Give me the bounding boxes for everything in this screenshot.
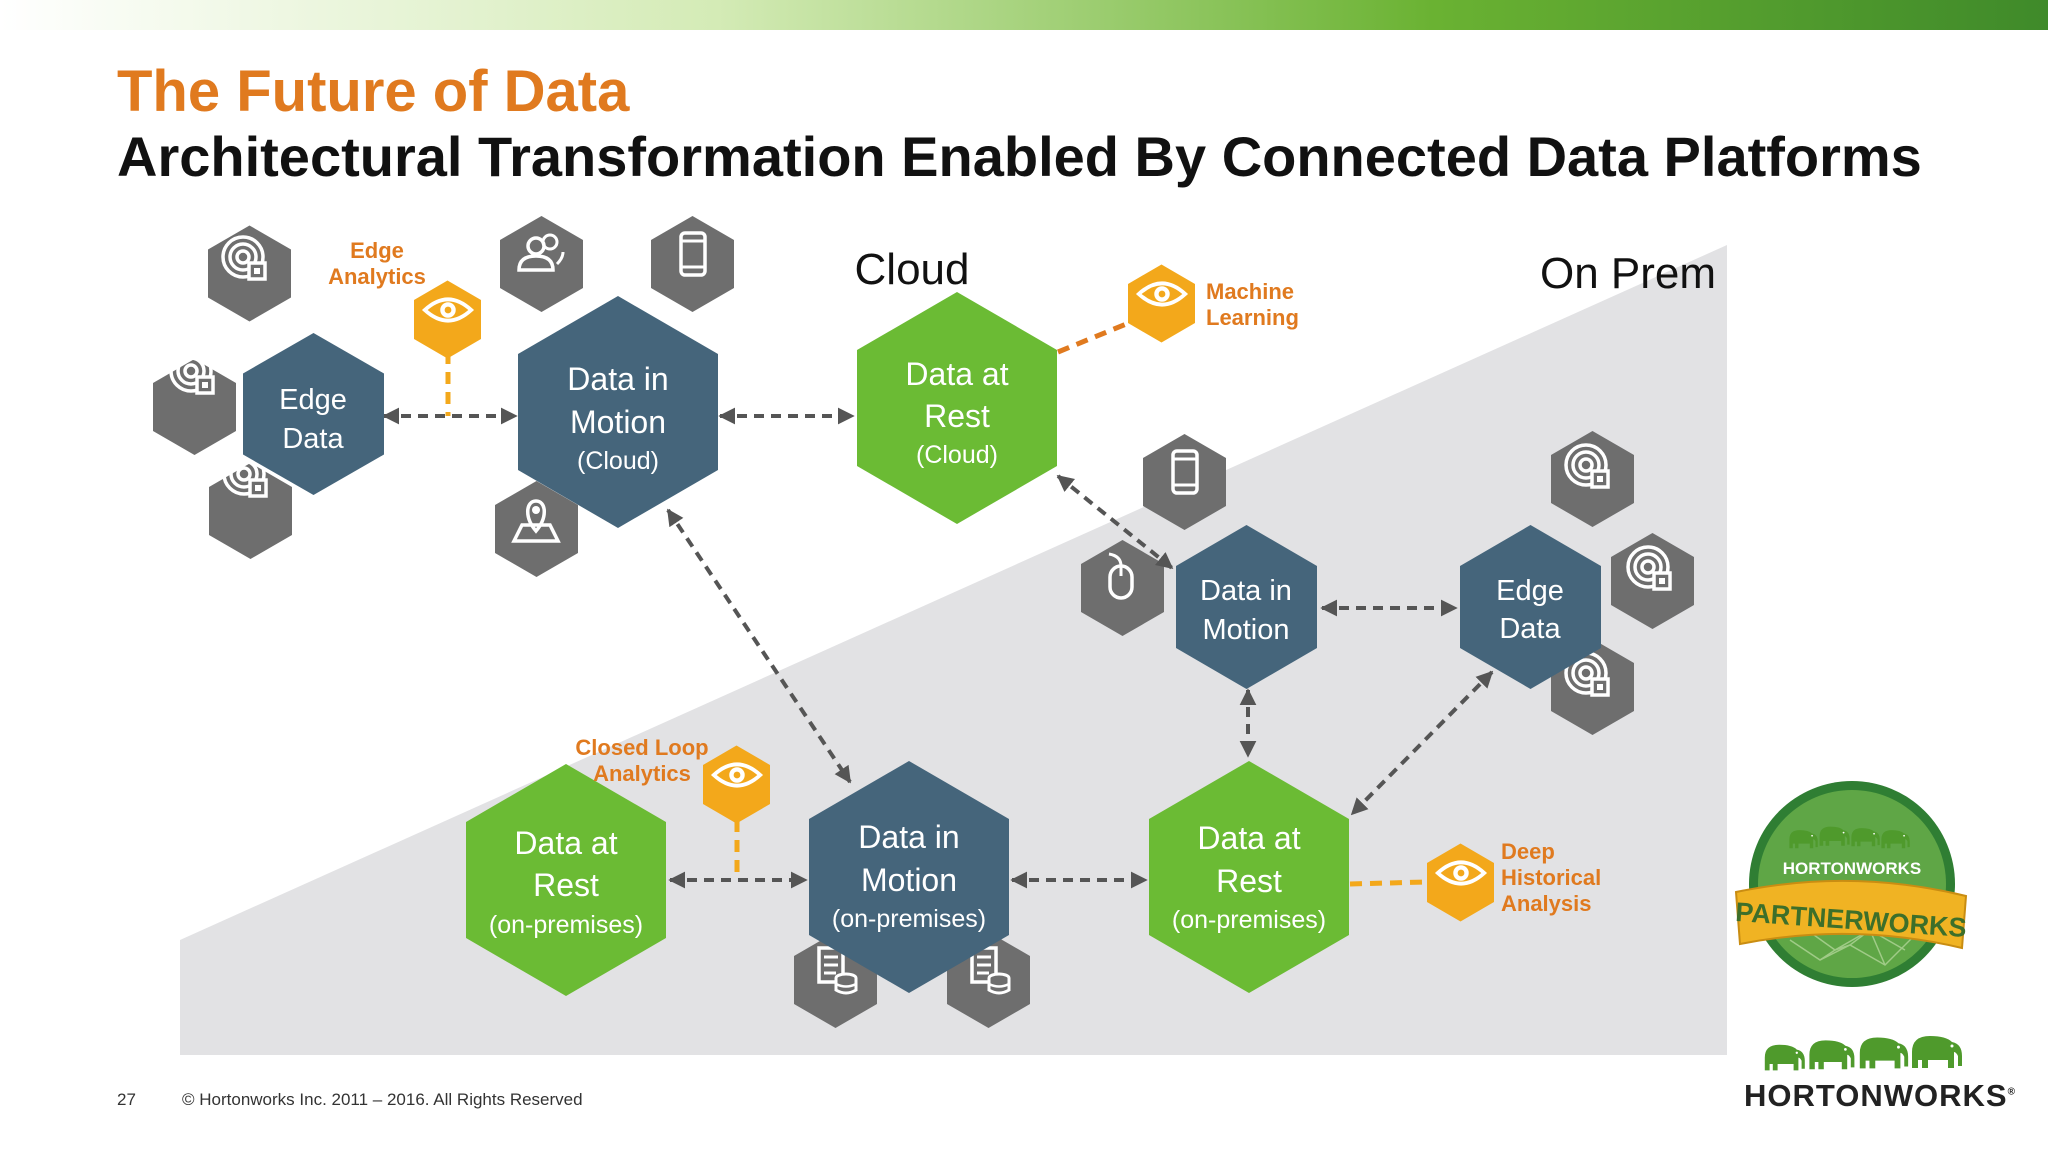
machine-learning-label: Machine: [1206, 279, 1294, 304]
node-label: Data at: [1197, 820, 1300, 856]
connector-dar-cloud-to-dim-mid: [1056, 474, 1174, 570]
deep-historical-link: [1349, 879, 1427, 887]
node-label: Motion: [1202, 614, 1289, 646]
people-hex: [500, 216, 583, 312]
elephant-icon: [1764, 1044, 1805, 1071]
on-prem-label: On Prem: [1540, 249, 1716, 298]
page-number: 27: [117, 1090, 136, 1109]
node-label: Rest: [1216, 863, 1282, 899]
sensor-hex-5: [1611, 533, 1694, 629]
node-label: Data at: [514, 825, 617, 861]
slide-title: The Future of Data: [117, 59, 630, 124]
hortonworks-wordmark: HORTONWORKS®: [1744, 1078, 2016, 1114]
node-label: Data at: [905, 356, 1008, 392]
phone-hex-1: [651, 216, 734, 312]
copyright: © Hortonworks Inc. 2011 – 2016. All Righ…: [182, 1090, 583, 1109]
node-label: Motion: [861, 862, 957, 898]
map-hex: [495, 481, 578, 577]
node-label: Data in: [858, 819, 959, 855]
node-label: Rest: [924, 398, 990, 434]
edge-analytics-eye-hex: [414, 280, 481, 359]
closed-loop-label: Analytics: [593, 761, 691, 786]
closed-loop-label: Closed Loop: [575, 735, 708, 760]
node-edge-data-right: Edge Data: [1460, 525, 1601, 689]
badge-top-text: HORTONWORKS: [1783, 859, 1922, 878]
node-sublabel: (on-premises): [832, 905, 986, 933]
deep-historical-label: Deep: [1501, 839, 1555, 864]
slide-subtitle: Architectural Transformation Enabled By …: [117, 125, 1922, 188]
edge-analytics-label: Edge: [350, 238, 404, 263]
node-data-in-motion-cloud: Data in Motion (Cloud): [518, 296, 718, 528]
cloud-label: Cloud: [855, 245, 970, 294]
node-sublabel: (Cloud): [916, 441, 998, 469]
deep-historical-label: Analysis: [1501, 891, 1592, 916]
node-edge-data-cloud: Edge Data: [243, 333, 384, 495]
node-sublabel: (on-premises): [489, 911, 643, 939]
node-label: Data in: [1200, 575, 1292, 607]
deep-historical-label: Historical: [1501, 865, 1601, 890]
node-data-in-motion-mid: Data in Motion: [1176, 525, 1317, 689]
machine-learning-eye-hex: [1128, 264, 1195, 343]
elephant-icon: [1809, 1040, 1855, 1070]
wordmark-text: HORTONWORKS: [1744, 1078, 2008, 1113]
node-sublabel: (on-premises): [1172, 906, 1326, 934]
node-label: Data in: [567, 361, 668, 397]
node-label: Motion: [570, 404, 666, 440]
sensor-hex-2: [153, 349, 236, 455]
closed-loop-eye-hex: [703, 745, 770, 824]
node-sublabel: (Cloud): [577, 447, 659, 475]
node-data-in-motion-onprem: Data in Motion (on-premises): [809, 761, 1009, 993]
elephant-icon: [1859, 1037, 1909, 1069]
node-label: Data: [282, 423, 344, 455]
deep-historical-eye-hex: [1427, 843, 1494, 922]
node-data-at-rest-onprem-left: Data at Rest (on-premises): [466, 764, 666, 996]
connector-dim-cloud-to-dim-onprem: [666, 508, 852, 784]
node-label: Rest: [533, 867, 599, 903]
sensor-hex-3: [209, 452, 292, 559]
node-data-at-rest-cloud: Data at Rest (Cloud): [857, 292, 1057, 524]
hortonworks-logo: [1764, 1036, 1962, 1071]
edge-analytics-label: Analytics: [328, 264, 426, 289]
machine-learning-label: Learning: [1206, 305, 1299, 330]
node-data-at-rest-onprem-right: Data at Rest (on-premises): [1149, 761, 1349, 993]
node-label: Edge: [279, 384, 347, 416]
sensor-hex-4: [1551, 431, 1634, 527]
partnerworks-badge: HORTONWORKS PARTNERWORKS: [1734, 781, 1968, 987]
machine-learning-link: [1057, 317, 1137, 355]
sensor-hex-1: [208, 225, 291, 322]
elephant-icon: [1912, 1036, 1962, 1068]
node-label: Edge: [1496, 575, 1564, 607]
node-label: Data: [1499, 613, 1561, 645]
gradient-bar: [0, 0, 2048, 30]
registered-mark: ®: [2007, 1086, 2016, 1098]
